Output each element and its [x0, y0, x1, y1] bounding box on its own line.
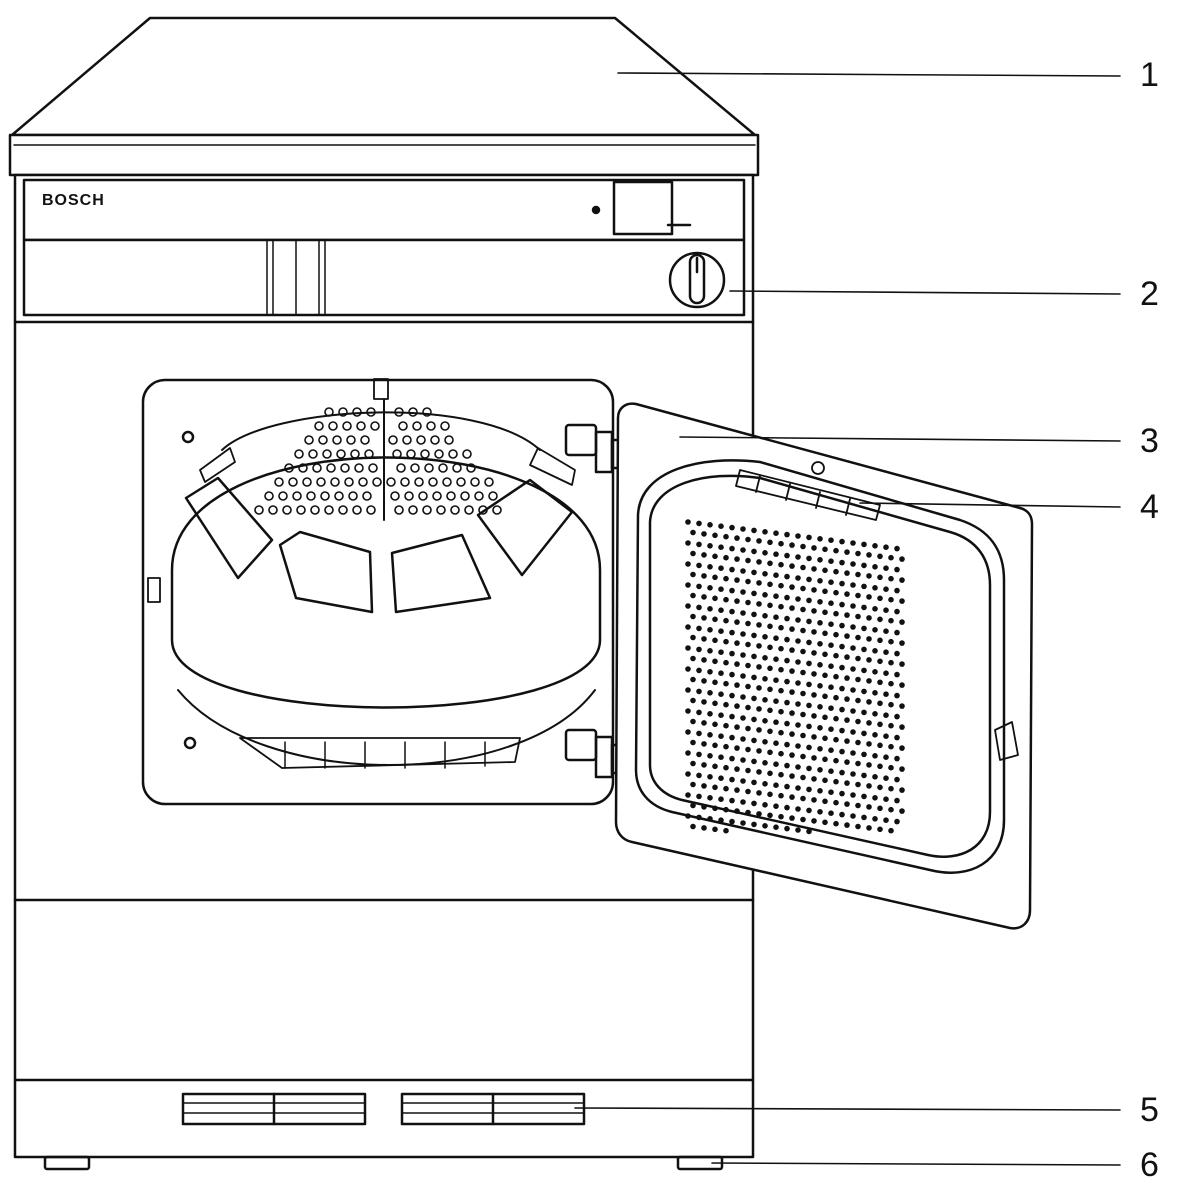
top-cover — [8, 16, 760, 177]
callout-1: 1 — [1140, 56, 1159, 94]
base-vents — [181, 1092, 586, 1126]
callout-3: 3 — [1140, 422, 1159, 460]
feet — [43, 1155, 724, 1171]
fluff-filter — [735, 461, 1019, 761]
control-panel — [22, 178, 746, 317]
callout-4: 4 — [1140, 488, 1159, 526]
selector-knob — [668, 251, 726, 309]
drum-opening — [141, 378, 615, 806]
callout-6: 6 — [1140, 1146, 1159, 1184]
door — [614, 402, 1034, 930]
leader-lines — [574, 72, 1121, 1166]
brand-label: BOSCH — [42, 192, 105, 209]
callout-5: 5 — [1140, 1091, 1159, 1129]
callout-2: 2 — [1140, 275, 1159, 313]
